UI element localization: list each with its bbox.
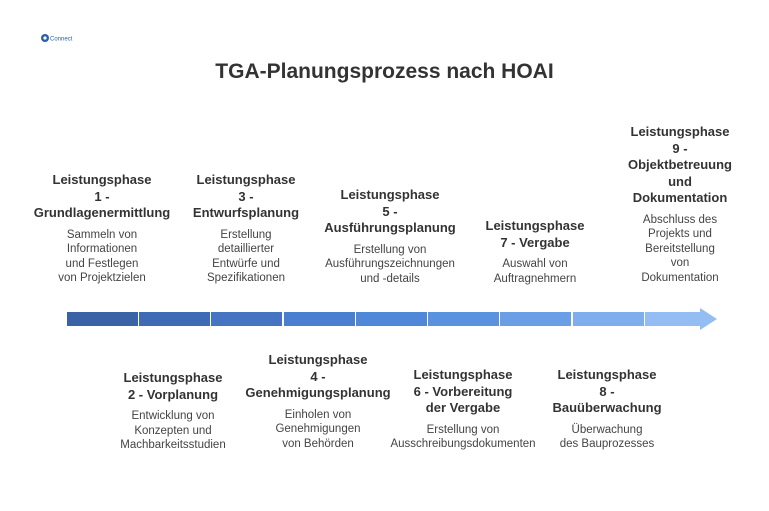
phase-heading-line: Entwurfsplanung	[192, 205, 300, 220]
phase-description-line: Bereitstellung	[645, 242, 715, 255]
phase-description-line: von	[670, 257, 690, 269]
phase-heading-line: 2 - Vorplanung	[127, 386, 219, 402]
phase-heading-line: und	[668, 173, 692, 189]
phase-heading-line: Leistungsphase	[557, 367, 657, 382]
phase-heading-line: 7 - Vergabe	[500, 234, 570, 250]
phase-heading-line: Leistungsphase	[52, 172, 152, 187]
phase-heading-line: Leistungsphase	[340, 187, 440, 202]
phase-heading-line: Leistungsphase	[268, 352, 368, 367]
phase-heading-line: Objektbetreuung	[627, 157, 732, 172]
phase-description-line: des Bauprozesses	[559, 438, 655, 450]
timeline-segment	[645, 308, 717, 330]
phase-description-line: Erstellung von	[353, 243, 427, 256]
timeline-segment	[356, 312, 427, 326]
phase-description-line: Dokumentation	[641, 271, 719, 284]
phase-description-line: Konzepten und	[134, 424, 212, 437]
phase-description-line: Auftragnehmern	[493, 272, 577, 285]
phase-description-line: Ausschreibungsdokumenten	[390, 438, 536, 450]
phase-heading-line: Genehmigungsplanung	[245, 385, 391, 400]
phase-heading-line: Bauüberwachung	[552, 400, 662, 415]
phase-heading-line: Ausführungsplanung	[324, 220, 456, 235]
page-title: TGA-Planungsprozess nach HOAI	[215, 60, 554, 83]
phase-description-line: von Behörden	[282, 437, 354, 450]
timeline-segment	[284, 312, 355, 326]
phase-description-line: Projekts und	[648, 228, 712, 240]
phase-heading-line: 4 -	[310, 368, 326, 384]
phase-heading-line: Leistungsphase	[630, 124, 730, 139]
phase-heading-line: Dokumentation	[632, 190, 728, 205]
phase-heading-line: 9 -	[672, 140, 688, 156]
timeline-segment	[428, 312, 499, 326]
phase-heading-line: Leistungsphase	[413, 367, 513, 382]
phase-description-line: Spezifikationen	[207, 272, 285, 284]
phase-description-line: Abschluss des	[642, 213, 718, 226]
phase-heading-line: 8 -	[599, 383, 615, 399]
phase-heading-line: 1 -	[94, 188, 110, 204]
phase-heading-line: Leistungsphase	[485, 218, 585, 233]
phase-heading-line: 6 - Vorbereitung	[413, 383, 513, 399]
phase-description-line: von Projektzielen	[58, 272, 146, 284]
phase-description-line: Informationen	[66, 243, 138, 255]
logo-text: Connect	[50, 37, 73, 43]
phase-description-line: Machbarkeitsstudien	[120, 439, 226, 451]
phase-description-line: und Festlegen	[65, 257, 139, 270]
timeline-segment	[573, 312, 644, 326]
phase-description-line: Überwachung	[571, 423, 643, 436]
phase-heading-line: 5 -	[382, 203, 398, 219]
phase-description-line: Entwicklung von	[131, 410, 215, 422]
phase-heading-line: Leistungsphase	[196, 172, 296, 187]
phase-heading-line: Grundlagenermittlung	[33, 205, 171, 220]
company-logo: Connect	[40, 32, 74, 44]
phase-description-line: detaillierter	[217, 243, 275, 255]
timeline-segment	[139, 312, 210, 326]
timeline-segment	[211, 312, 282, 326]
phase-heading-line: der Vergabe	[425, 400, 501, 415]
phase-description-line: Genehmigungen	[275, 423, 361, 435]
phase-heading-line: Leistungsphase	[123, 370, 223, 385]
phase-description-line: und -details	[360, 272, 420, 285]
phase-description-line: Einholen von	[284, 408, 352, 421]
phase-description-line: Erstellung	[220, 228, 272, 241]
phase-description-line: Erstellung von	[426, 423, 500, 436]
phase-description: Überwachung des Bauprozesses	[527, 423, 687, 452]
phase-description-line: Entwürfe und	[212, 257, 280, 270]
phase-description-line: Sammeln von	[66, 228, 138, 241]
phase-description-line: Auswahl von	[502, 258, 568, 270]
phase-heading-line: 3 -	[238, 188, 254, 204]
phase-description-line: Ausführungszeichnungen	[325, 258, 455, 270]
timeline-segment	[67, 312, 138, 326]
timeline-segment	[500, 312, 571, 326]
